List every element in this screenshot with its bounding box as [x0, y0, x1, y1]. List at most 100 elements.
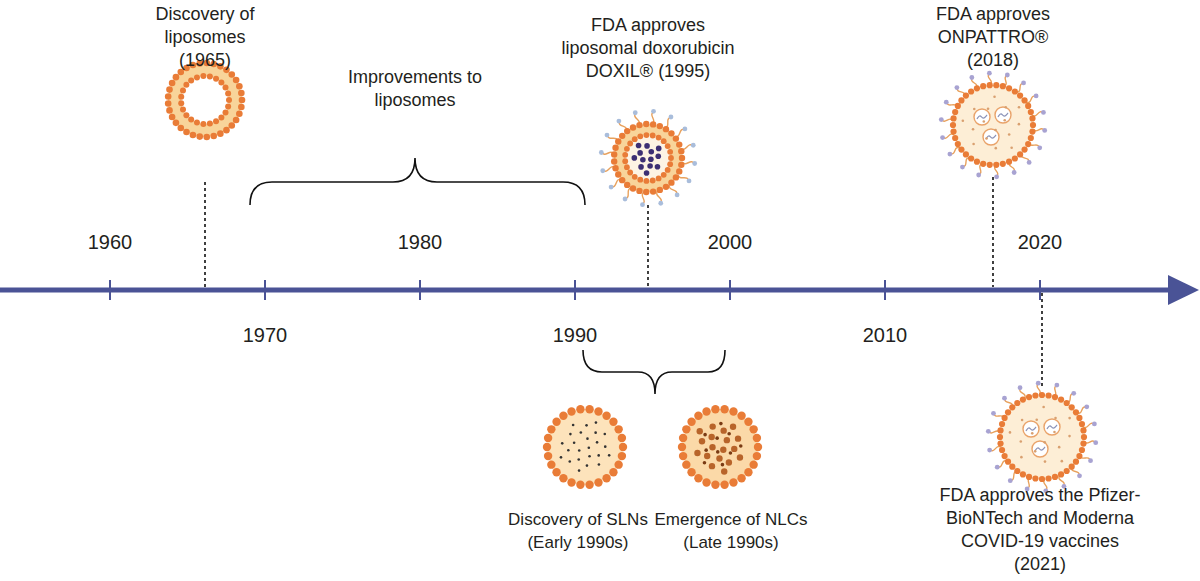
lipid-head — [667, 149, 673, 155]
axis-arrowhead — [1168, 275, 1199, 305]
rna-strand — [998, 113, 1008, 117]
peg-chains — [599, 109, 697, 207]
peg-tip — [623, 197, 628, 202]
peg-tip — [669, 115, 674, 120]
lipid-head — [213, 118, 219, 124]
core-payload — [694, 423, 743, 474]
payload-dot — [726, 459, 732, 465]
payload-dot — [1044, 460, 1047, 463]
payload-dot — [727, 432, 731, 436]
lipid-head — [1012, 155, 1018, 161]
leader-line — [204, 182, 206, 287]
peg-chains — [939, 71, 1047, 180]
payload-dot — [731, 446, 737, 452]
payload-dot — [709, 463, 715, 469]
lipid-head — [615, 171, 621, 177]
lipid-head — [178, 100, 184, 106]
lipid-head — [1069, 464, 1075, 470]
lipid-head — [1058, 471, 1064, 477]
peg-tip — [954, 85, 959, 90]
lipid-heads — [950, 82, 1036, 168]
lipid-head — [955, 103, 961, 109]
lipid-head — [997, 427, 1003, 433]
payload-dot — [1009, 431, 1012, 434]
lipid-head — [180, 87, 186, 93]
lipid-heads — [611, 121, 685, 195]
lipid-heads — [165, 60, 245, 141]
lipid-head — [1025, 103, 1031, 109]
lipid-matrix — [682, 409, 758, 485]
peg-tip — [658, 201, 663, 206]
payload-dot — [1053, 431, 1056, 434]
payload-dot — [572, 424, 575, 427]
lipid-head — [1009, 404, 1015, 410]
lipid-head — [1030, 122, 1036, 128]
lipid-head — [1014, 400, 1020, 406]
payload-dot — [608, 454, 611, 457]
lipid-head — [594, 478, 602, 486]
lipid-head — [694, 474, 702, 482]
lipid-head — [1017, 151, 1023, 157]
peg-tip — [691, 143, 696, 148]
lipid-head — [656, 176, 662, 182]
rna-compartment — [1044, 419, 1060, 435]
lipid-head — [668, 155, 674, 161]
payload-dot — [724, 437, 730, 443]
lipid-head — [1009, 464, 1015, 470]
payload-dot — [632, 155, 638, 161]
peg-tip — [987, 71, 992, 76]
axis-tick — [264, 280, 266, 300]
payload-dot — [588, 455, 591, 458]
lipid-head — [950, 122, 956, 128]
event-label: FDA approves liposomal doxorubicin DOXIL… — [556, 14, 741, 83]
lipid-head — [190, 132, 197, 139]
lipid-head — [661, 172, 667, 178]
sln-illustration — [543, 405, 627, 489]
lipid-head — [630, 124, 636, 130]
lipid-head — [1029, 128, 1035, 134]
lipid-head — [217, 130, 224, 137]
lipid-head — [1080, 427, 1086, 433]
leader-line — [647, 205, 649, 287]
lipid-head — [679, 155, 685, 161]
payload-dot — [1019, 440, 1022, 443]
lipid-head — [194, 74, 200, 80]
lipid-head — [644, 132, 650, 138]
payload-dot — [636, 143, 642, 149]
lipid-head — [1021, 97, 1027, 103]
lipid-head — [637, 177, 643, 183]
lipid-head — [180, 107, 186, 113]
lipid-head — [218, 79, 224, 85]
lipid-head — [993, 82, 999, 88]
aqueous-core — [181, 76, 229, 124]
payload-dot — [993, 95, 996, 98]
payload-dot — [735, 435, 741, 441]
payload-dot — [720, 427, 726, 433]
payload-dot — [1008, 133, 1011, 136]
lipid-head — [567, 407, 575, 415]
lipid-head — [1039, 476, 1045, 482]
peg-tip — [1027, 160, 1032, 165]
lipid-head — [636, 188, 642, 194]
lipid-head — [228, 71, 235, 78]
lipid-head — [1001, 453, 1007, 459]
payload-dot — [1018, 106, 1021, 109]
lipid-head — [1028, 109, 1034, 115]
lipid-head — [183, 82, 189, 88]
rna-strand — [1035, 447, 1045, 451]
payload-dot — [730, 424, 736, 430]
axis-tick — [574, 280, 576, 300]
lipid-head — [178, 94, 184, 100]
payload-dot — [703, 461, 707, 465]
payload-dot — [573, 441, 576, 444]
lipid-head — [177, 125, 184, 132]
lipid-head — [963, 92, 969, 98]
lipid-head — [1064, 468, 1070, 474]
lipid-head — [673, 135, 679, 141]
lipid-head — [213, 76, 219, 82]
lipid-head — [687, 418, 695, 426]
lipid-head — [993, 162, 999, 168]
payload-dot — [715, 436, 719, 440]
payload-dot — [585, 424, 588, 427]
payload-dot — [737, 454, 743, 460]
